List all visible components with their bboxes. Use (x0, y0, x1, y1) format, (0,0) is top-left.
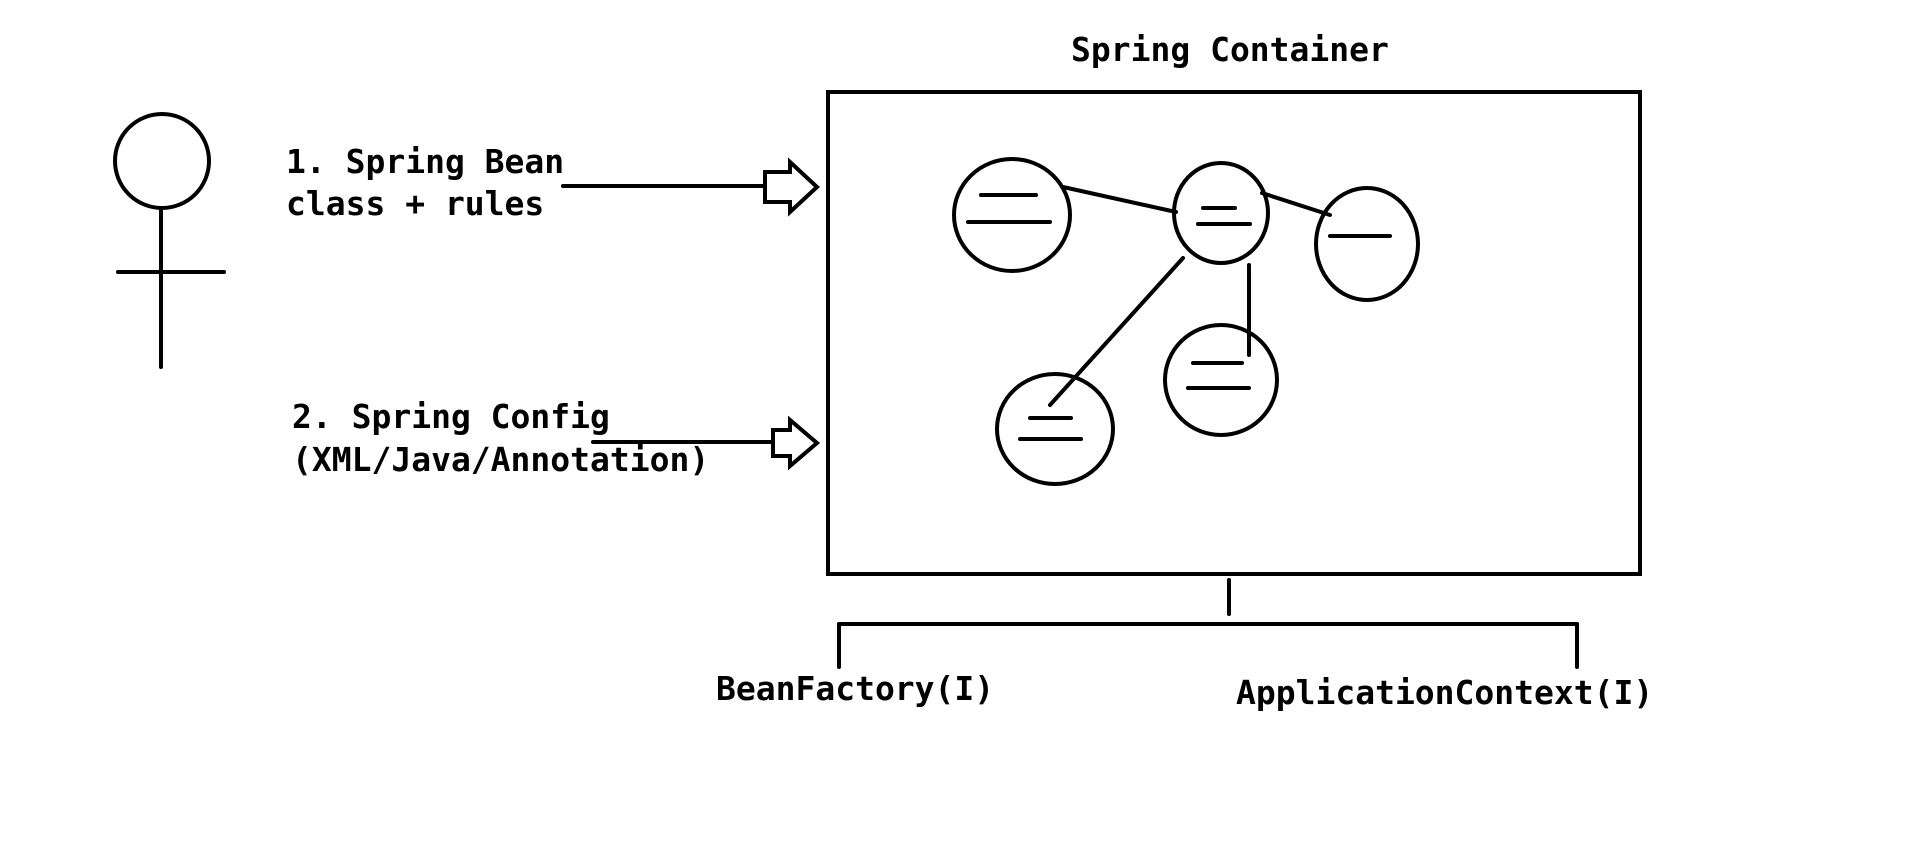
spring-container-box (826, 90, 1642, 576)
bean-node (952, 157, 1072, 273)
config-input-label-line2: (XML/Java/Annotation) (292, 440, 710, 479)
bean-dependency-line (1260, 191, 1332, 217)
bean-node (1163, 323, 1279, 437)
bean-node (1314, 186, 1420, 302)
config-input-label-line1: 2. Spring Config (292, 397, 610, 436)
bean-dependency-line (1048, 256, 1185, 407)
bean-node (995, 372, 1115, 486)
bean-input-label-line1: 1. Spring Bean (286, 142, 565, 181)
bean-input-arrow (561, 157, 820, 217)
bean-node (1172, 161, 1270, 265)
bean-object-graph (952, 157, 1420, 486)
bean-dependency-line (1061, 185, 1178, 214)
implementation-tree-connector (837, 578, 1579, 669)
beanfactory-label: BeanFactory(I) (716, 669, 995, 708)
container-title: Spring Container (1071, 30, 1389, 69)
bean-input-label-line2: class + rules (286, 184, 545, 223)
developer-actor-icon (113, 112, 226, 369)
config-input-arrow (591, 415, 821, 471)
applicationcontext-label: ApplicationContext(I) (1236, 673, 1654, 712)
